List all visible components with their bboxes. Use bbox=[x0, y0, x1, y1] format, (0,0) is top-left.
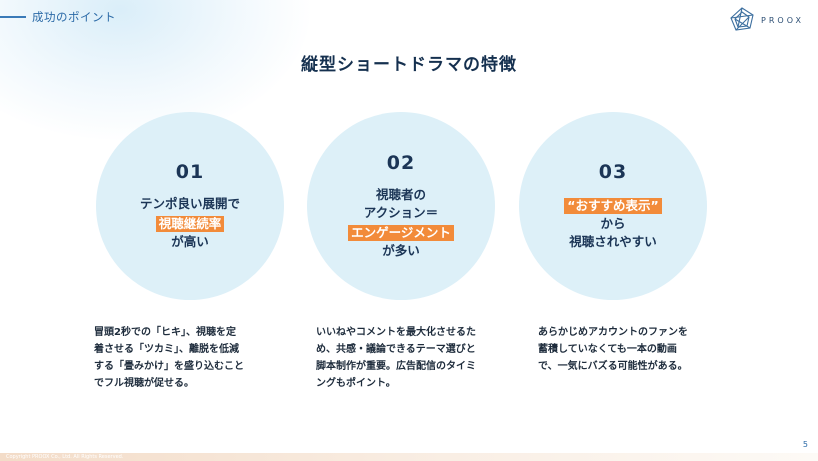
feature-text: アクション＝ bbox=[363, 205, 439, 220]
description-line: め、共感・議論できるテーマ選びと bbox=[316, 344, 476, 355]
feature-description-1: 冒頭2秒での「ヒキ」、視聴を定 着させる「ツカミ」、離脱を低減 する「畳みかけ」… bbox=[94, 324, 284, 392]
feature-highlight: エンゲージメント bbox=[348, 225, 454, 241]
feature-description-3: あらかじめアカウントのファンを 蓄積していなくても一本の動画 で、一気にバズる可… bbox=[538, 324, 728, 375]
feature-circle-3: 03 “おすすめ表示” から 視聴されやすい bbox=[519, 112, 707, 300]
feature-text: 視聴者の bbox=[375, 187, 426, 202]
description-line: する「畳みかけ」を盛り込むこと bbox=[94, 361, 244, 372]
slide-title: 縦型ショートドラマの特徴 bbox=[301, 55, 517, 75]
feature-text: が高い bbox=[171, 234, 209, 249]
copyright-text: Copyright PROOX Co., Ltd. All Rights Res… bbox=[6, 454, 124, 460]
feature-text: から bbox=[600, 216, 626, 231]
feature-circle-2: 02 視聴者の アクション＝ エンゲージメント が多い bbox=[307, 112, 495, 300]
description-line: 着させる「ツカミ」、離脱を低減 bbox=[94, 344, 239, 355]
description-line: で、一気にバズる可能性がある。 bbox=[538, 361, 688, 372]
description-line: 冒頭2秒での「ヒキ」、視聴を定 bbox=[94, 327, 236, 338]
feature-number: 03 bbox=[598, 161, 628, 183]
proox-logo-icon bbox=[730, 7, 754, 31]
description-line: ングもポイント。 bbox=[316, 378, 396, 389]
feature-text: 視聴されやすい bbox=[569, 234, 657, 249]
description-line: 脚本制作が重要。広告配信のタイミ bbox=[316, 361, 476, 372]
description-line: あらかじめアカウントのファンを bbox=[538, 327, 688, 338]
feature-description-2: いいねやコメントを最大化させるた め、共感・議論できるテーマ選びと 脚本制作が重… bbox=[316, 324, 506, 392]
feature-circle-1: 01 テンポ良い展開で 視聴継続率 が高い bbox=[96, 112, 284, 300]
brand-logo: PROOX bbox=[728, 6, 804, 34]
page-number: 5 bbox=[802, 440, 808, 449]
feature-highlight: “おすすめ表示” bbox=[564, 198, 662, 214]
feature-number: 01 bbox=[175, 161, 205, 183]
description-line: 蓄積していなくても一本の動画 bbox=[538, 344, 677, 355]
feature-highlight: 視聴継続率 bbox=[155, 216, 225, 232]
section-label: 成功のポイント bbox=[32, 10, 116, 24]
feature-text: テンポ良い展開で bbox=[139, 196, 240, 211]
header-accent-line bbox=[0, 16, 26, 18]
footer-bar: Copyright PROOX Co., Ltd. All Rights Res… bbox=[0, 453, 818, 461]
feature-number: 02 bbox=[386, 152, 416, 174]
description-line: でフル視聴が促せる。 bbox=[94, 378, 194, 389]
feature-text: が多い bbox=[382, 243, 420, 258]
logo-text: PROOX bbox=[761, 15, 804, 25]
description-line: いいねやコメントを最大化させるた bbox=[316, 327, 476, 338]
